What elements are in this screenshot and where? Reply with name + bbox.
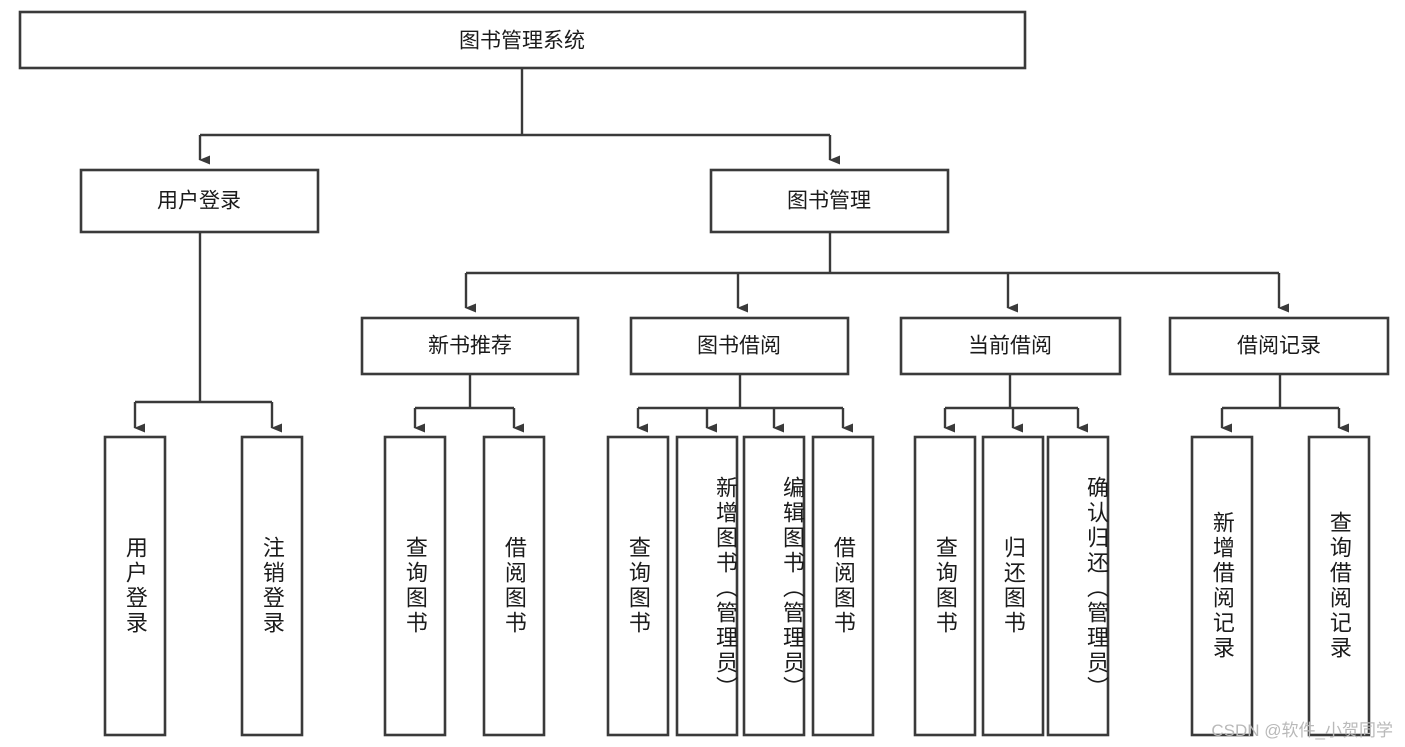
node-book-manage-box[interactable]	[709, 168, 950, 234]
node-leaf-query-book-2-box[interactable]	[606, 435, 670, 737]
connector-group-current-borrow	[943, 374, 1088, 433]
node-root-box[interactable]	[18, 10, 1027, 70]
node-leaf-return-book-box[interactable]	[981, 435, 1045, 737]
node-current-borrow[interactable]: 当前借阅	[899, 316, 1122, 376]
node-leaf-add-book-box[interactable]	[675, 435, 739, 737]
node-new-book-rec-box[interactable]	[360, 316, 580, 376]
node-book-borrow-label: 图书借阅	[697, 335, 781, 358]
node-book-manage-label: 图书管理	[787, 190, 871, 213]
node-leaf-logout-box[interactable]	[240, 435, 304, 737]
node-book-borrow-box[interactable]	[629, 316, 850, 376]
connector-group-borrow-record	[1220, 374, 1349, 433]
node-leaf-edit-book-box[interactable]	[742, 435, 806, 737]
node-root-label: 图书管理系统	[459, 30, 585, 53]
node-current-borrow-label: 当前借阅	[968, 335, 1052, 358]
node-leaf-borrow-book-2-box[interactable]	[811, 435, 875, 737]
node-new-book-rec-label: 新书推荐	[428, 335, 512, 358]
node-user-login-label: 用户登录	[157, 190, 241, 213]
node-leaf-query-book-3-box[interactable]	[913, 435, 977, 737]
node-leaf-query-record-box[interactable]	[1307, 435, 1371, 737]
node-leaf-query-book-1-box[interactable]	[383, 435, 447, 737]
node-user-login[interactable]: 用户登录	[79, 168, 320, 234]
node-new-book-rec[interactable]: 新书推荐	[360, 316, 580, 376]
node-user-login-box[interactable]	[79, 168, 320, 234]
node-leaf-confirm-return-box[interactable]	[1046, 435, 1110, 737]
node-borrow-record-label: 借阅记录	[1237, 335, 1321, 358]
connector-group-book-borrow	[636, 374, 853, 433]
node-book-borrow[interactable]: 图书借阅	[629, 316, 850, 376]
node-book-manage[interactable]: 图书管理	[709, 168, 950, 234]
node-current-borrow-box[interactable]	[899, 316, 1122, 376]
connector-group-book-manage	[464, 232, 1289, 313]
node-leaf-borrow-book-1-box[interactable]	[482, 435, 546, 737]
csdn-watermark: CSDN @软件_小贺同学	[1211, 721, 1393, 740]
connector-group-user-login	[133, 232, 282, 433]
node-root[interactable]: 图书管理系统	[18, 10, 1027, 70]
node-borrow-record-box[interactable]	[1168, 316, 1390, 376]
node-leaf-add-record-box[interactable]	[1190, 435, 1254, 737]
connector-group-new-book-rec	[413, 374, 524, 433]
node-leaf-user-login-box[interactable]	[103, 435, 167, 737]
node-borrow-record[interactable]: 借阅记录	[1168, 316, 1390, 376]
connector-group-root	[198, 68, 840, 165]
